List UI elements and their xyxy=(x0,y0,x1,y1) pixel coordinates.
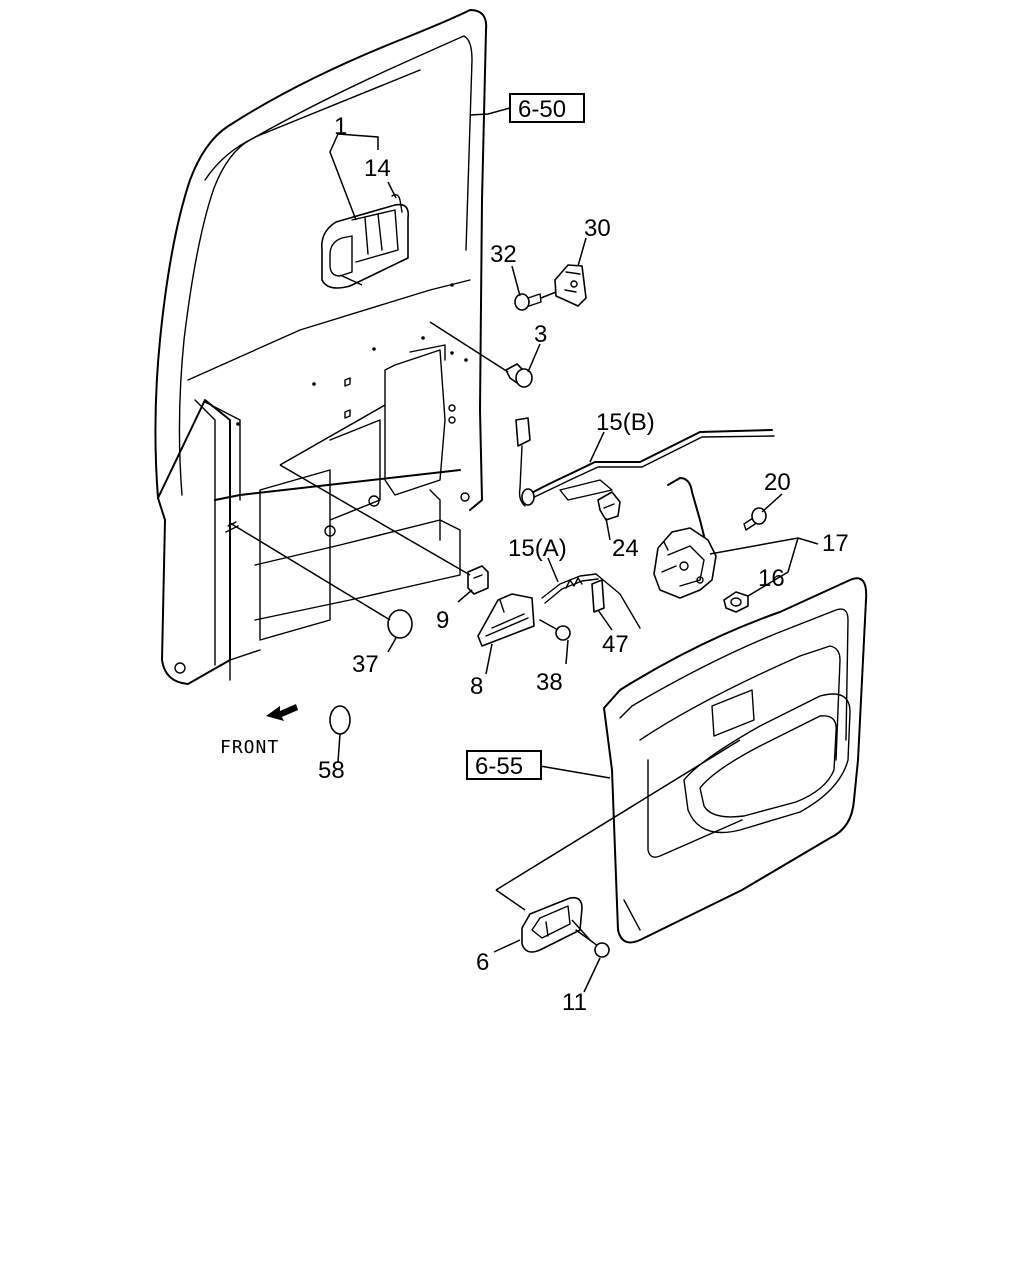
part-58-plug xyxy=(329,705,351,735)
front-label: FRONT xyxy=(220,737,279,758)
callout-15a: 15(A) xyxy=(508,535,567,562)
ref-6-55-label: 6-55 xyxy=(475,753,523,780)
part-30-bracket xyxy=(554,264,587,307)
callout-14: 14 xyxy=(364,155,391,182)
part-47-pad xyxy=(591,579,605,613)
part-24-clip xyxy=(597,491,621,521)
callout-58: 58 xyxy=(318,757,345,784)
part-8-handle-base xyxy=(477,593,535,647)
part-38-screw xyxy=(539,619,571,641)
callout-labels: 1 14 30 32 3 15(B) 20 17 16 24 15(A) 9 4… xyxy=(318,113,849,1016)
part-37-plug xyxy=(387,609,413,639)
callout-9: 9 xyxy=(436,607,449,634)
callout-24: 24 xyxy=(612,535,639,562)
front-arrow-icon xyxy=(266,704,298,721)
callout-38: 38 xyxy=(536,669,563,696)
part-11-screw xyxy=(575,929,610,958)
outside-handle xyxy=(320,193,410,289)
ref-box-6-55: 6-55 xyxy=(466,750,542,780)
callout-30: 30 xyxy=(584,215,611,242)
leader-lines xyxy=(229,107,819,993)
callout-11: 11 xyxy=(562,989,587,1016)
callout-15b: 15(B) xyxy=(596,409,655,436)
part-9-clip xyxy=(467,565,489,595)
ref-6-50-label: 6-50 xyxy=(518,96,566,123)
part-6-inner-handle xyxy=(521,896,583,953)
callout-3: 3 xyxy=(534,321,547,348)
ref-box-6-50: 6-50 xyxy=(509,93,585,123)
callout-37: 37 xyxy=(352,651,379,678)
part-16-nut xyxy=(723,591,749,613)
callout-20: 20 xyxy=(764,469,791,496)
callout-8: 8 xyxy=(470,673,483,700)
callout-1: 1 xyxy=(334,113,347,140)
door-trim-panel xyxy=(603,577,868,944)
part-15a-rod xyxy=(541,573,641,629)
door-outer-panel xyxy=(154,9,488,685)
callout-16: 16 xyxy=(758,565,785,592)
part-3-bolt xyxy=(505,363,533,388)
callout-17: 17 xyxy=(822,530,849,557)
part-15b-rod xyxy=(515,417,775,507)
callout-47: 47 xyxy=(602,631,629,658)
callout-32: 32 xyxy=(490,241,517,268)
part-32-bolt xyxy=(514,291,557,311)
part-17-latch xyxy=(653,477,717,599)
callout-6: 6 xyxy=(476,949,489,976)
